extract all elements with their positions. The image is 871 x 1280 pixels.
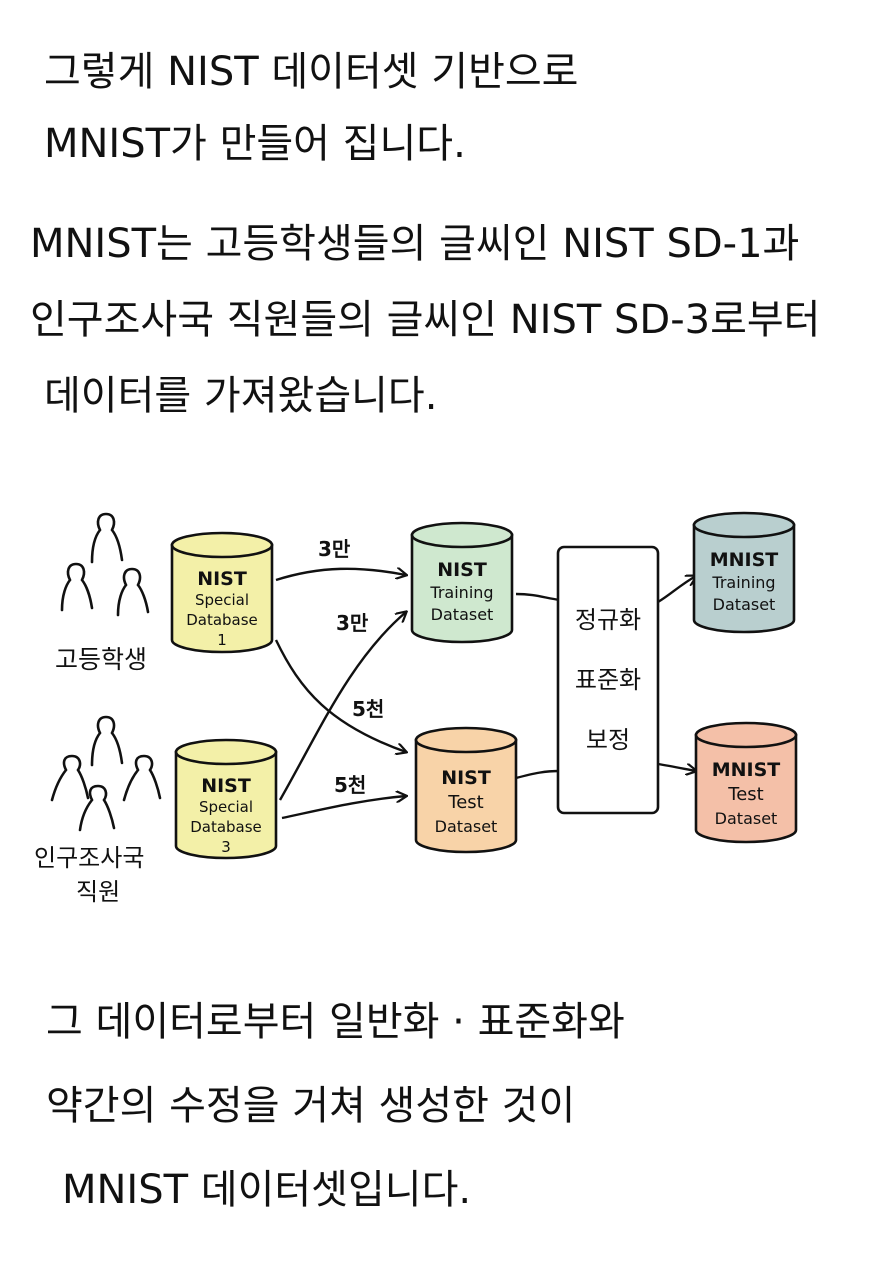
flow-arrows [274,569,696,820]
nist-train-label-1: NIST [437,559,487,581]
sd1-label-1: NIST [197,568,247,590]
sd3-label-4: 3 [221,838,231,856]
source-line-2: 인구조사국 직원들의 글씨인 NIST SD-3로부터 [30,297,821,343]
source-line-1: MNIST는 고등학생들의 글씨인 NIST SD-1과 [30,221,800,267]
source-line-3: 데이터를 가져왔습니다. [44,373,438,419]
nist-test-cylinder [414,726,518,854]
sd3-label-1: NIST [201,775,251,797]
intro-line-2: MNIST가 만들어 집니다. [44,121,466,167]
arrow-sd1-to-nist-test [274,639,406,752]
mnist-train-label-2: Training [711,573,775,592]
arrow-test-to-process [515,769,561,780]
nist-sd1-cylinder [170,531,274,654]
census-label-line-1: 인구조사국 [34,844,144,872]
sd1-label-2: Special [195,591,249,609]
mnist-test-label-2: Test [727,784,763,805]
sd3-label-3: Database [190,818,262,836]
mnist-test-cylinder [694,721,798,844]
arrow-process-to-mnist-test [657,762,696,771]
mnist-training-cylinder [692,511,796,634]
conclusion-line-3: MNIST 데이터셋입니다. [62,1167,472,1213]
arrow-sd3-to-nist-test [281,796,406,820]
arrow-sd1-to-nist-train [275,569,406,582]
mnist-train-label-1: MNIST [710,549,779,571]
nist-train-label-3: Dataset [431,605,494,624]
census-people-icon [50,715,162,832]
arrow-label-sd1-test: 5천 [352,697,384,721]
mnist-construction-diagram: 고등학생 인구조사국 직원 3만 3만 5천 5천 NIST Special D… [34,511,798,906]
arrow-process-to-mnist-train [657,576,696,604]
nist-test-label-1: NIST [441,767,491,789]
process-label-1: 정규화 [575,606,641,634]
census-label-line-2: 직원 [76,878,120,906]
mnist-test-label-3: Dataset [715,809,778,828]
processing-box [556,545,660,815]
process-label-3: 보정 [586,726,630,754]
arrow-label-sd1-train: 3만 [318,537,351,561]
nist-sd3-cylinder [174,738,278,860]
nist-test-label-3: Dataset [435,817,498,836]
nist-test-label-2: Test [447,792,483,813]
intro-line-1: 그렇게 NIST 데이터셋 기반으로 [44,49,579,95]
process-label-2: 표준화 [575,666,641,694]
mnist-train-label-3: Dataset [713,595,776,614]
nist-train-label-2: Training [429,583,493,602]
sd1-label-3: Database [186,611,258,629]
conclusion-line-2: 약간의 수정을 거쳐 생성한 것이 [46,1083,576,1129]
conclusion-line-1: 그 데이터로부터 일반화 · 표준화와 [46,999,625,1045]
mnist-test-label-1: MNIST [712,759,781,781]
students-label: 고등학생 [55,645,147,674]
arrow-train-to-process [515,592,561,602]
arrow-label-sd3-train: 3만 [336,611,369,635]
arrow-label-sd3-test: 5천 [334,773,366,797]
arrow-sd3-to-nist-train [278,612,406,801]
sd1-label-4: 1 [217,631,227,649]
nist-training-cylinder [410,521,514,644]
sd3-label-2: Special [199,798,253,816]
students-people-icon [60,512,150,617]
